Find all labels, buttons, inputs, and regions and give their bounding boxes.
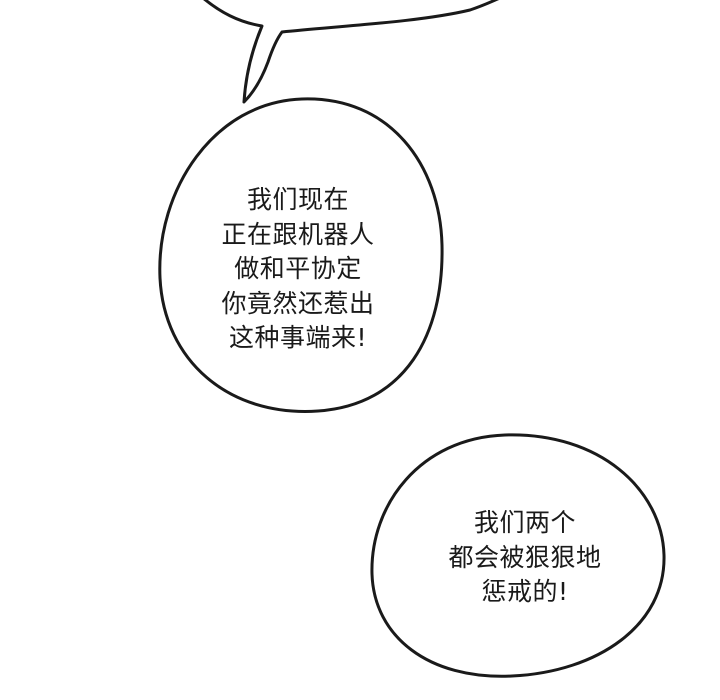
speech-bubble-1-outline [158, 97, 444, 413]
dialogue-line: 这种事端来! [228, 323, 368, 352]
speech-bubble-top-outline [203, 0, 500, 104]
dialogue-line: 做和平协定 [234, 254, 362, 283]
dialogue-line: 正在跟机器人 [221, 219, 375, 249]
speech-bubble-2-outline [370, 433, 666, 678]
dialogue-line: 都会被狠狠地 [448, 542, 602, 572]
speech-bubble-1-text: 我们现在 正在跟机器人 做和平协定 你竟然还惹出 这种事端来! [178, 183, 418, 356]
dialogue-line: 我们两个 [473, 508, 576, 537]
dialogue-line: 我们现在 [246, 185, 349, 214]
dialogue-line: 你竟然还惹出 [221, 288, 375, 318]
speech-bubble-2-text: 我们两个 都会被狠狠地 惩戒的! [395, 506, 655, 610]
dialogue-line: 惩戒的! [481, 577, 569, 606]
